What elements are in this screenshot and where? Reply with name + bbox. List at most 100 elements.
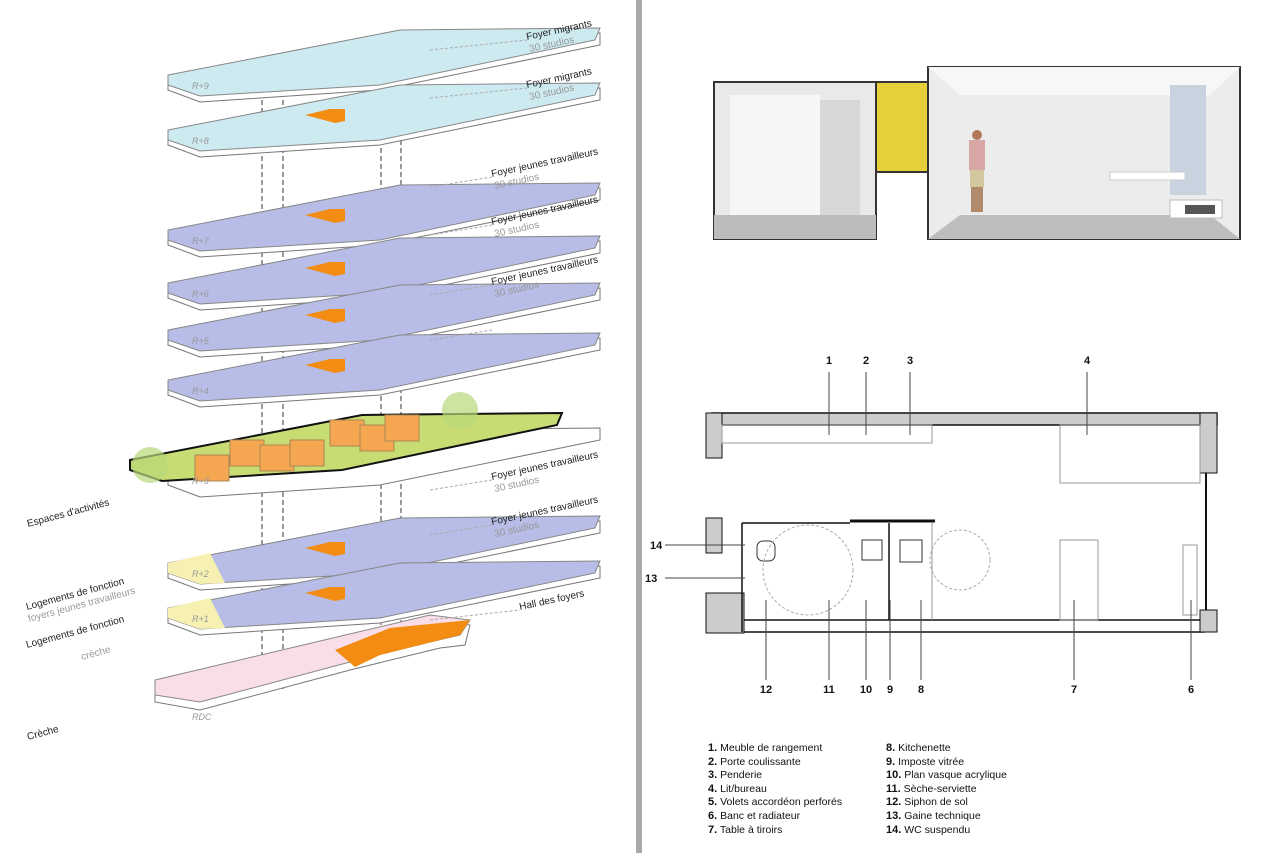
kitchenette-render — [875, 81, 929, 173]
legend-text: Gaine technique — [904, 809, 981, 822]
activity-volume — [289, 439, 325, 467]
kitchen-sink — [899, 539, 923, 563]
legend-item: 3. Penderie — [708, 769, 886, 781]
wall-top — [711, 412, 1218, 426]
wall-left — [705, 517, 723, 554]
legend-text: Siphon de sol — [904, 796, 968, 809]
legend-text: WC suspendu — [904, 823, 971, 836]
legend-item: 11. Sèche-serviette — [886, 783, 1086, 795]
floor-slab-R+4: R+4 — [167, 332, 601, 408]
legend-text: Plan vasque acrylique — [904, 769, 1007, 782]
leader-line — [429, 87, 528, 99]
legend-number: 10. — [886, 769, 902, 782]
legend-item: 12. Siphon de sol — [886, 796, 1086, 808]
callout-number: 10 — [860, 684, 872, 696]
legend-item: 13. Gaine technique — [886, 810, 1086, 822]
legend-number: 3. — [708, 769, 718, 782]
legend-number: 7. — [708, 823, 718, 836]
leader-line — [429, 284, 493, 296]
leader-line — [429, 329, 493, 341]
washbasin — [861, 539, 883, 561]
wall-right — [1199, 412, 1218, 474]
floor-slab-R+7: R+7 — [167, 182, 601, 258]
drawer-table — [1059, 539, 1099, 621]
legend-text: Imposte vitrée — [898, 755, 965, 768]
side-use-label: Crèche — [26, 724, 60, 743]
callout-number: 14 — [650, 540, 663, 552]
bathroom-render — [713, 81, 877, 240]
legend-item: 5. Volets accordéon perforés — [708, 796, 886, 808]
side-use-sub: crèche — [80, 644, 112, 663]
floor-level-label: R+4 — [192, 386, 209, 396]
page-divider — [636, 0, 642, 853]
wall-left — [705, 592, 745, 634]
stair-core — [305, 209, 345, 223]
leader-line — [429, 479, 493, 491]
floor-level-label: R+7 — [192, 236, 210, 246]
activity-volume — [259, 444, 295, 472]
floor-level-label: R+6 — [192, 289, 209, 299]
floor-slab-R+2: R+2 — [167, 515, 601, 591]
legend-number: 14. — [886, 823, 902, 836]
floor-level-label: R+1 — [192, 614, 209, 624]
legend-number: 4. — [708, 782, 718, 795]
callout-number: 4 — [1084, 355, 1091, 367]
legend-number: 1. — [708, 742, 718, 754]
legend-item: 2. Porte coulissante — [708, 756, 886, 768]
floor-use-label: Espaces d'activités — [26, 497, 111, 530]
legend-item: 9. Imposte vitrée — [886, 756, 1086, 768]
legend-number: 2. — [708, 755, 718, 768]
staff-housing-area — [168, 553, 225, 584]
legend-text: Banc et radiateur — [720, 809, 801, 822]
stair-core — [305, 587, 345, 601]
leader-line — [429, 176, 493, 188]
bed-desk — [1059, 424, 1201, 484]
floor-slab-R+9: R+9 — [167, 27, 601, 103]
legend-text: Table à tiroirs — [719, 823, 783, 836]
callout-number: 6 — [1188, 684, 1194, 696]
callout-number: 7 — [1071, 684, 1077, 696]
floor-slab-R+3: R+3 — [129, 392, 601, 498]
slab-top — [167, 27, 601, 97]
legend-text: Lit/bureau — [720, 782, 767, 795]
callout-number: 12 — [760, 684, 772, 696]
floor-slab-R+1: R+1 — [167, 560, 601, 636]
hall-area — [335, 620, 470, 667]
legend-number: 13. — [886, 809, 902, 822]
leader-line — [429, 224, 493, 236]
legend-number: 5. — [708, 796, 718, 809]
callout-number: 8 — [918, 684, 924, 696]
legend-number: 9. — [886, 755, 896, 768]
floor-use-label: Foyer jeunes travailleurs — [490, 147, 599, 180]
legend-number: 12. — [886, 796, 902, 809]
room-render — [927, 66, 1241, 240]
floor-slab-RDC: RDC — [154, 614, 471, 722]
slab-top — [167, 235, 601, 305]
tree-icon — [132, 447, 168, 483]
activity-volume — [229, 439, 265, 467]
callout-number: 9 — [887, 684, 893, 696]
legend-item: 14. WC suspendu — [886, 824, 1086, 836]
stair-core — [305, 542, 345, 556]
stair-core — [305, 309, 345, 323]
wall-bottom — [741, 619, 1205, 633]
activity-volume — [194, 454, 230, 482]
legend-text: Meuble de rangement — [720, 742, 823, 754]
leader-line — [429, 524, 493, 536]
legend-text: Volets accordéon perforés — [720, 796, 843, 809]
slab-top — [167, 182, 601, 252]
legend-item: 8. Kitchenette — [886, 742, 1086, 754]
legend-number: 8. — [886, 742, 896, 754]
floor-level-label: R+5 — [192, 336, 210, 346]
legend-item: 1. Meuble de rangement — [708, 742, 886, 754]
callout-number: 1 — [826, 355, 832, 367]
slab-top — [167, 282, 601, 352]
legend-item: 7. Table à tiroirs — [708, 824, 886, 836]
bench-radiator — [1182, 544, 1198, 616]
floor-level-label: R+9 — [192, 81, 209, 91]
legend-text: Penderie — [720, 769, 763, 782]
floor-slab-R+8: R+8 — [167, 82, 601, 158]
legend-number: 11. — [886, 782, 901, 795]
